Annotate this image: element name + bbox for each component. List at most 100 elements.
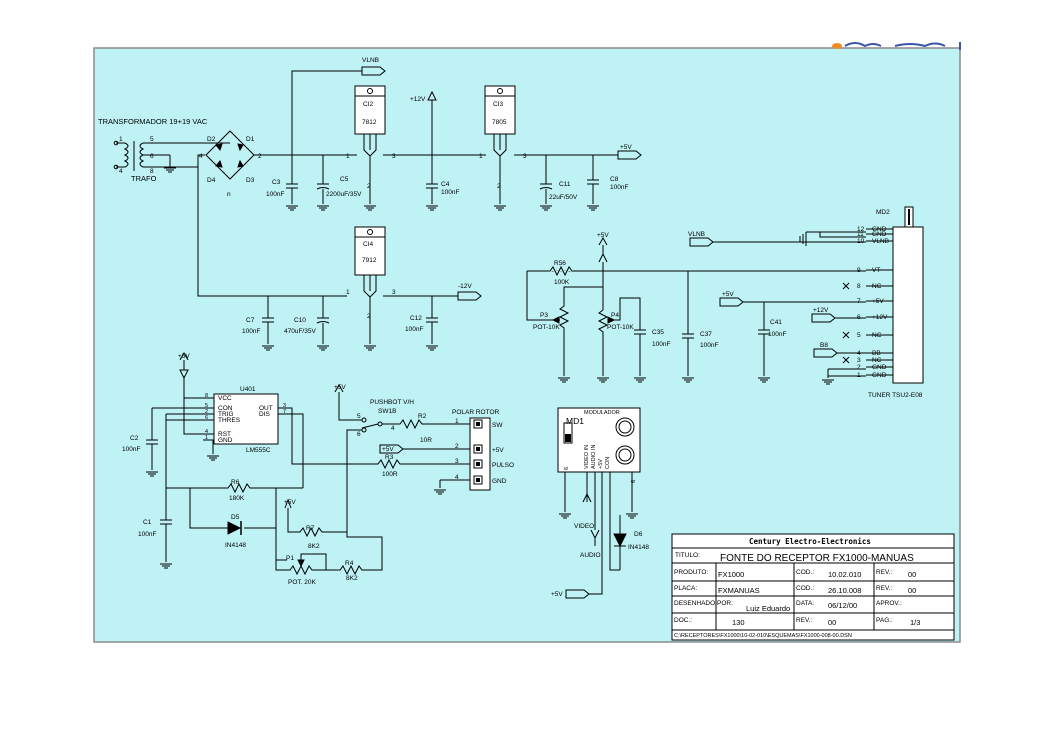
rev3-label: REV.: bbox=[796, 617, 813, 624]
u401-pin-number: 5 bbox=[205, 403, 208, 409]
u401-label: U401 bbox=[240, 386, 256, 393]
c5-label: C5 bbox=[340, 176, 349, 183]
placa-label: PLACA: bbox=[674, 585, 697, 592]
regulator-ci3 bbox=[484, 85, 516, 157]
transformer-label: TRANSFORMADOR 19+19 VAC bbox=[98, 117, 208, 126]
u401-pin-name: VCC bbox=[218, 395, 232, 402]
c4-label: C4 bbox=[441, 181, 450, 188]
p4-label: P4 bbox=[611, 312, 619, 319]
ci4-pin2: 2 bbox=[367, 313, 371, 320]
titulo-value: FONTE DO RECEPTOR FX1000-MANUAS bbox=[720, 553, 914, 564]
tuner-pin-name: +5V bbox=[872, 298, 884, 305]
sw1b-label: SW1B bbox=[378, 408, 396, 415]
desenhado-value: Luiz Eduardo bbox=[746, 604, 790, 613]
data-value: 06/12/00 bbox=[828, 601, 857, 610]
d6-value: IN4148 bbox=[628, 544, 649, 551]
connector-pin-name: PULSO bbox=[492, 462, 514, 469]
aprov-label: APROV.: bbox=[876, 600, 902, 607]
ci4-value: 7912 bbox=[362, 257, 377, 264]
u401-supply-label: +5V bbox=[178, 353, 190, 360]
ci3-pin2: 2 bbox=[497, 183, 501, 190]
u401-pin-name: RST bbox=[218, 431, 231, 438]
desenhado-label: DESENHADO POR: bbox=[674, 600, 733, 607]
d5-label: D5 bbox=[231, 514, 240, 521]
r6-value: 180K bbox=[229, 495, 245, 502]
p1-label: P1 bbox=[286, 555, 294, 562]
minus12-flag-label: -12V bbox=[458, 283, 472, 290]
r56-value: 100K bbox=[554, 279, 570, 286]
diode-d4-label: D4 bbox=[207, 177, 216, 184]
ci3-pin3: 3 bbox=[523, 153, 527, 160]
ci2-pin1: 1 bbox=[346, 153, 350, 160]
c1-value: 100nF bbox=[138, 531, 156, 538]
b8-label: B8 bbox=[820, 342, 828, 349]
tuner-pin-name: VLNB bbox=[872, 238, 889, 245]
r2-value: 10R bbox=[420, 437, 432, 444]
ci2-pin3: 3 bbox=[392, 153, 396, 160]
u401-pin-name: TRIG bbox=[218, 411, 234, 418]
ic-u401-555 bbox=[213, 393, 279, 445]
c35-label: C35 bbox=[652, 329, 664, 336]
r6-label: R6 bbox=[231, 479, 240, 486]
trafo-pin1: 1 bbox=[119, 136, 123, 143]
tuner-pin-name: VT bbox=[872, 267, 880, 274]
connector-pin-number: 2 bbox=[455, 443, 459, 450]
u401-value: LM555C bbox=[246, 447, 271, 454]
c1-label: C1 bbox=[143, 519, 152, 526]
c2-label: C2 bbox=[130, 435, 139, 442]
c3-label: C3 bbox=[272, 179, 281, 186]
p3-label: P3 bbox=[540, 312, 548, 319]
md1-video-in: VIDEO IN bbox=[584, 445, 590, 469]
bridge-pin4: 4 bbox=[199, 153, 203, 160]
ci3-pin1: 1 bbox=[479, 153, 483, 160]
u401-pin-number: 1 bbox=[205, 435, 208, 441]
c4-value: 100nF bbox=[441, 189, 459, 196]
plus5-flag-label: +5V bbox=[620, 144, 632, 151]
c41-value: 100nF bbox=[768, 331, 786, 338]
modulator-md1 bbox=[557, 407, 641, 473]
switch-pin4: 4 bbox=[391, 425, 395, 432]
c7-label: C7 bbox=[246, 317, 255, 324]
ci3-label: CI3 bbox=[493, 101, 504, 108]
tuner-pin-name: BB bbox=[872, 350, 881, 357]
ci4-pin1: 1 bbox=[346, 289, 350, 296]
r7-supply-label: +5V bbox=[284, 499, 296, 506]
r2-label: R2 bbox=[418, 413, 427, 420]
tuner-pin-number: 12 bbox=[857, 226, 865, 233]
rev2-label: REV.: bbox=[876, 585, 893, 592]
u401-pin-name: THRES bbox=[218, 417, 241, 424]
cod1-label: COD.: bbox=[796, 569, 814, 576]
tuner-pin-name: GND bbox=[872, 231, 887, 238]
tuner-pin-name: NC bbox=[872, 357, 882, 364]
modulator-plus5-label: +5V bbox=[551, 591, 563, 598]
tuner-pin-name: NC bbox=[872, 283, 882, 290]
audio-label: AUDIO bbox=[580, 552, 601, 559]
ci4-label: CI4 bbox=[363, 241, 374, 248]
connector-pin-number: 3 bbox=[455, 458, 459, 465]
d6-label: D6 bbox=[634, 531, 643, 538]
ci3-value: 7805 bbox=[492, 119, 507, 126]
tuner-pin-name: GND bbox=[872, 364, 887, 371]
md1-pin6-left: 6 bbox=[564, 467, 570, 470]
titulo-label: TITULO: bbox=[675, 552, 700, 559]
diode-d3-label: D3 bbox=[246, 177, 255, 184]
pag-value: 1/3 bbox=[910, 618, 920, 627]
u401-out-pin-number: 7 bbox=[283, 409, 286, 415]
c10-label: C10 bbox=[294, 317, 306, 324]
doc-label: DOC.: bbox=[674, 617, 692, 624]
tuner-pin-name: GND bbox=[872, 226, 887, 233]
polar-rotor-connector bbox=[469, 417, 491, 491]
md1-pin6-right: 6 bbox=[631, 480, 637, 483]
r7-label: R7 bbox=[306, 525, 315, 532]
vlnb-top-label: VLNB bbox=[362, 57, 379, 64]
c10-value: 470uF/35V bbox=[284, 328, 316, 335]
md1-label: MD1 bbox=[566, 416, 584, 426]
u401-out-pin-number: 3 bbox=[283, 403, 286, 409]
plus12-flag-label: +12V bbox=[410, 96, 426, 103]
r3-value: 100R bbox=[382, 471, 398, 478]
c7-value: 100nF bbox=[242, 328, 260, 335]
md1-audio-in: AUDIO IN bbox=[591, 445, 597, 469]
cod2-value: 26.10.008 bbox=[828, 586, 861, 595]
